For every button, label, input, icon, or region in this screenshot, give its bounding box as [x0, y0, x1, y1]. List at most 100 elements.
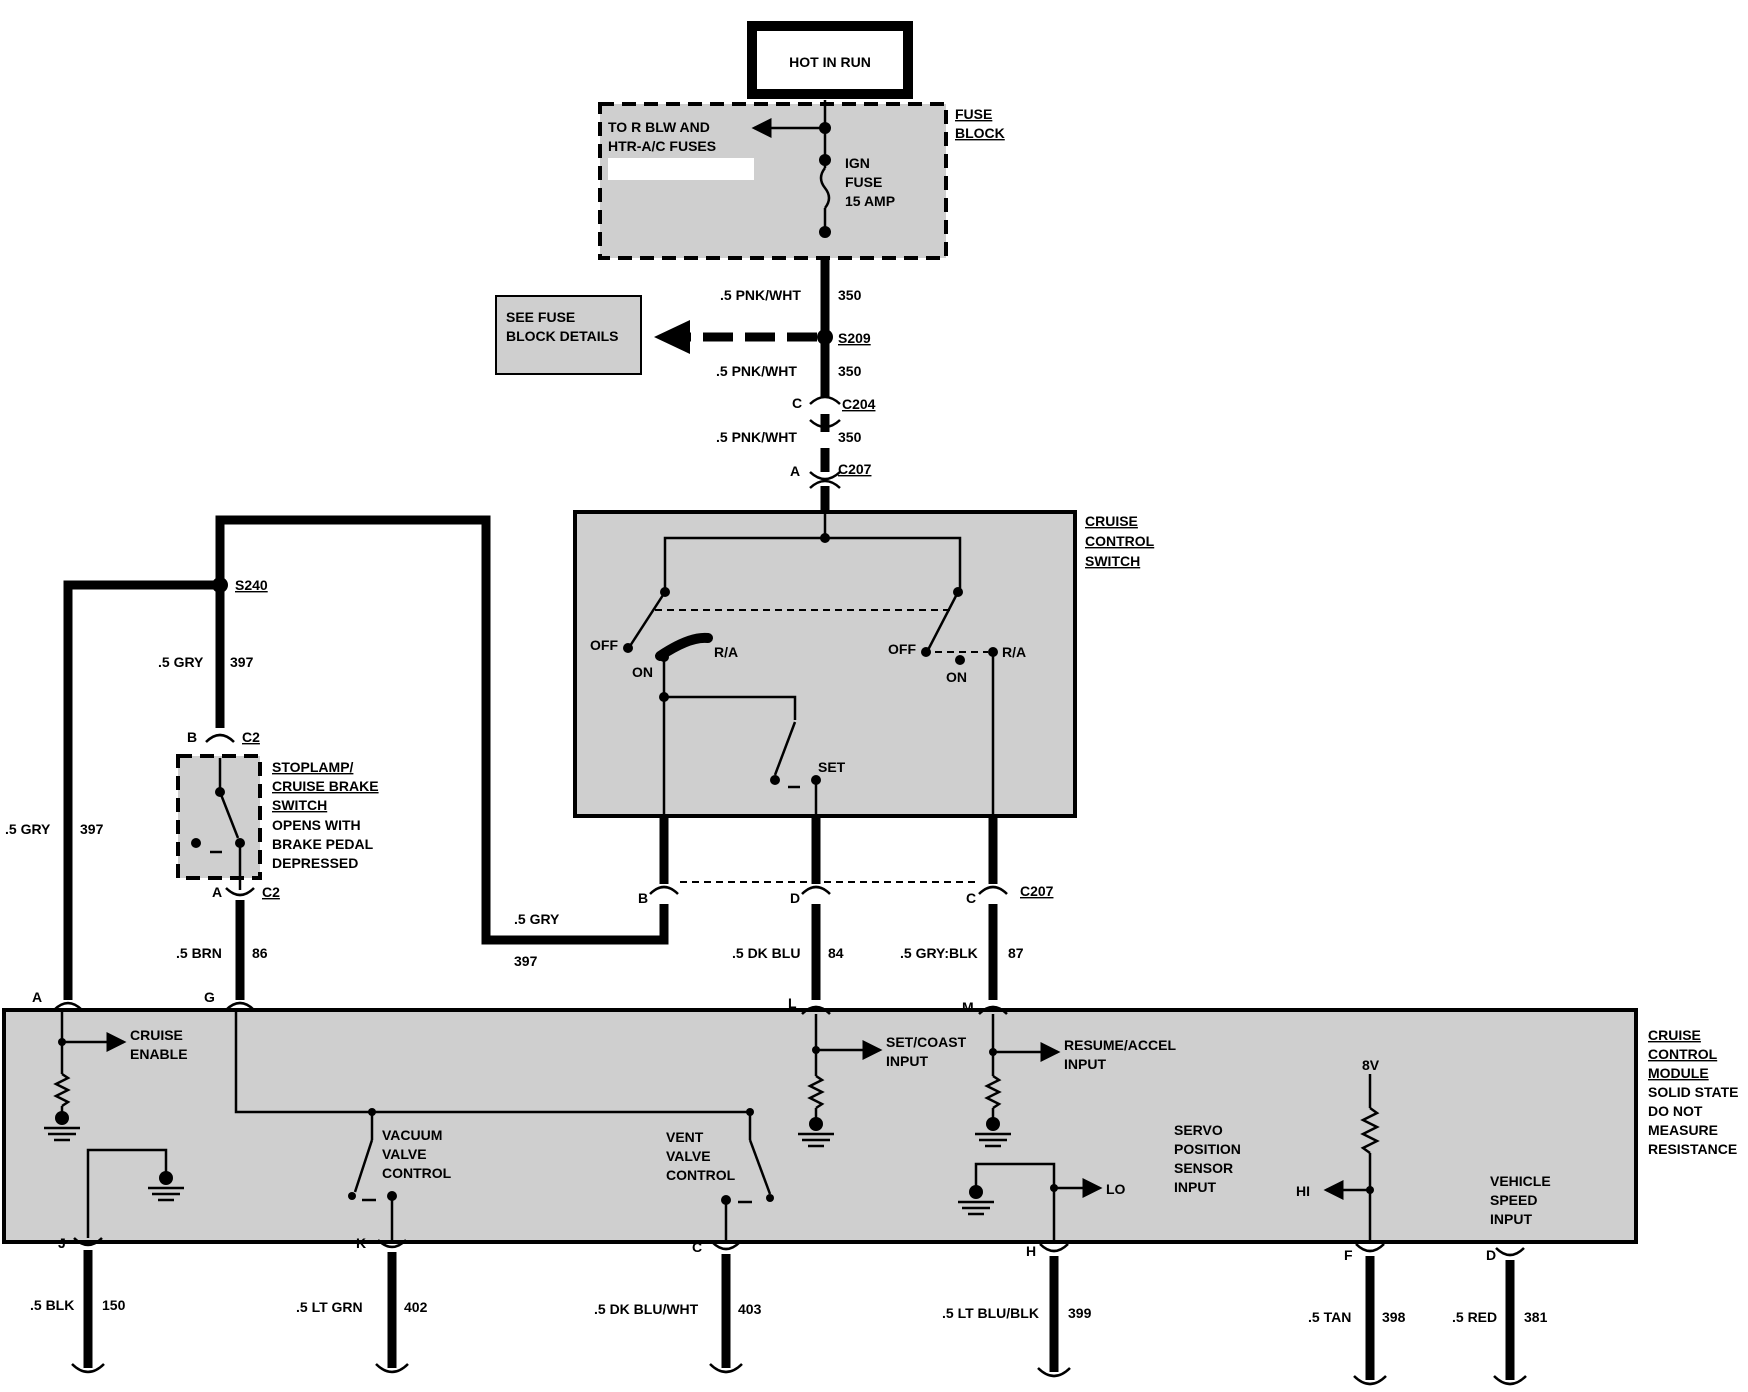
fuse-block: TO R BLW AND HTR-A/C FUSES IGN FUSE 15 A…	[598, 100, 1005, 260]
servo-label-1: SERVO	[1174, 1122, 1223, 1138]
c2-label-top: C2	[242, 729, 260, 745]
lo-label: LO	[1106, 1181, 1126, 1197]
fuse-block-title-2: BLOCK	[955, 125, 1005, 141]
module-pin-k: K	[356, 1235, 366, 1251]
wire-red-label: .5 RED	[1452, 1309, 1497, 1325]
wire-350-label-2: 350	[838, 363, 862, 379]
c207-label-bottom: C207	[1020, 883, 1054, 899]
module-pin-j: J	[58, 1235, 66, 1251]
wire-lt-grn-label: .5 LT GRN	[296, 1299, 363, 1315]
hot-in-run-box: HOT IN RUN	[747, 21, 913, 99]
vent-valve-label-2: VALVE	[666, 1148, 711, 1164]
vacuum-valve-label-3: CONTROL	[382, 1165, 452, 1181]
switch-ra-left: R/A	[714, 644, 738, 660]
set-coast-label-1: SET/COAST	[886, 1034, 967, 1050]
switch-on-right: ON	[946, 669, 967, 685]
module-title-3: MODULE	[1648, 1065, 1709, 1081]
hi-label: HI	[1296, 1183, 1310, 1199]
c207-label-top: C207	[838, 461, 872, 477]
module-pin-l: L	[788, 995, 797, 1011]
servo-label-4: INPUT	[1174, 1179, 1216, 1195]
vss-label-2: SPEED	[1490, 1192, 1537, 1208]
ign-fuse-label-3: 15 AMP	[845, 193, 895, 209]
wire-397-label-loop: 397	[514, 953, 538, 969]
wire-397-label-1: 397	[230, 654, 254, 670]
wire-87-label: 87	[1008, 945, 1024, 961]
brake-switch-note-2: BRAKE PEDAL	[272, 836, 374, 852]
brake-switch-title-1: STOPLAMP/	[272, 759, 354, 775]
wire-gry-label-loop: .5 GRY	[514, 911, 560, 927]
fuse-block-title-1: FUSE	[955, 106, 992, 122]
brake-switch-note-3: DEPRESSED	[272, 855, 358, 871]
wire-tan-label: .5 TAN	[1308, 1309, 1351, 1325]
vss-label-1: VEHICLE	[1490, 1173, 1551, 1189]
brake-switch-title-2: CRUISE BRAKE	[272, 778, 379, 794]
see-fuse-label-2: BLOCK DETAILS	[506, 328, 619, 344]
wire-pnk-wht-label-3: .5 PNK/WHT	[716, 429, 797, 445]
switch-ra-right: R/A	[1002, 644, 1026, 660]
s209-label: S209	[838, 330, 871, 346]
c204-pin-c: C	[792, 395, 802, 411]
cruise-enable-label-1: CRUISE	[130, 1027, 183, 1043]
ign-fuse-label-2: FUSE	[845, 174, 882, 190]
wire-86-label: 86	[252, 945, 268, 961]
wire-402-label: 402	[404, 1299, 428, 1315]
module-pin-m: M	[962, 999, 974, 1015]
wire-350-label-1: 350	[838, 287, 862, 303]
wire-dk-blu-label: .5 DK BLU	[732, 945, 800, 961]
wire-gry-label-1: .5 GRY	[158, 654, 204, 670]
set-coast-label-2: INPUT	[886, 1053, 928, 1069]
module-pin-f: F	[1344, 1247, 1353, 1263]
wire-397-label-2: 397	[80, 821, 104, 837]
c207-pin-b: B	[638, 890, 648, 906]
module-pin-c: C	[692, 1239, 702, 1255]
wire-403-label: 403	[738, 1301, 762, 1317]
c207-pin-c: C	[966, 890, 976, 906]
switch-off-right: OFF	[888, 641, 916, 657]
wire-blk-label: .5 BLK	[30, 1297, 74, 1313]
wire-lt-blu-blk-label: .5 LT BLU/BLK	[942, 1305, 1039, 1321]
c204-label: C204	[842, 396, 876, 412]
wire-gry-label-2: .5 GRY	[5, 821, 51, 837]
module-pin-d: D	[1486, 1247, 1496, 1263]
wire-pnk-wht-label-1: .5 PNK/WHT	[720, 287, 801, 303]
resume-accel-label-1: RESUME/ACCEL	[1064, 1037, 1176, 1053]
cruise-enable-label-2: ENABLE	[130, 1046, 188, 1062]
fuse-feed-label-1: TO R BLW AND	[608, 119, 710, 135]
vacuum-valve-label-2: VALVE	[382, 1146, 427, 1162]
c2-pin-a: A	[212, 884, 222, 900]
module-note-1: SOLID STATE	[1648, 1084, 1738, 1100]
cruise-switch-title-1: CRUISE	[1085, 513, 1138, 529]
c207-pin-a: A	[790, 463, 800, 479]
servo-label-2: POSITION	[1174, 1141, 1241, 1157]
wire-84-label: 84	[828, 945, 844, 961]
wire-gry-blk-label: .5 GRY:BLK	[900, 945, 978, 961]
wire-398-label: 398	[1382, 1309, 1406, 1325]
module-title-2: CONTROL	[1648, 1046, 1718, 1062]
cruise-switch-title-3: SWITCH	[1085, 553, 1140, 569]
module-pin-a: A	[32, 989, 42, 1005]
v8-label: 8V	[1362, 1057, 1380, 1073]
module-note-4: RESISTANCE	[1648, 1141, 1737, 1157]
fuse-feed-label-2: HTR-A/C FUSES	[608, 138, 716, 154]
wire-pnk-wht-label-2: .5 PNK/WHT	[716, 363, 797, 379]
wire-350-label-3: 350	[838, 429, 862, 445]
see-fuse-block-details-box: SEE FUSE BLOCK DETAILS	[495, 295, 817, 375]
vent-valve-label-3: CONTROL	[666, 1167, 736, 1183]
wire-150-label: 150	[102, 1297, 126, 1313]
wire-381-label: 381	[1524, 1309, 1548, 1325]
ign-fuse-label-1: IGN	[845, 155, 870, 171]
c207-pin-d: D	[790, 890, 800, 906]
c2-label-bottom: C2	[262, 884, 280, 900]
switch-set: SET	[818, 759, 846, 775]
brake-switch-title-3: SWITCH	[272, 797, 327, 813]
resume-accel-label-2: INPUT	[1064, 1056, 1106, 1072]
wire-dk-blu-wht-label: .5 DK BLU/WHT	[594, 1301, 699, 1317]
switch-on-left: ON	[632, 664, 653, 680]
s240-label: S240	[235, 577, 268, 593]
vent-valve-label-1: VENT	[666, 1129, 704, 1145]
stoplamp-cruise-brake-switch: B C2 A C2 STOPLAMP/ CRUISE BRAKE SWITCH …	[176, 729, 379, 900]
cruise-control-module: A G L M CRUISE ENABLE VACUUM VALV	[2, 989, 1738, 1244]
wire-399-label: 399	[1068, 1305, 1092, 1321]
